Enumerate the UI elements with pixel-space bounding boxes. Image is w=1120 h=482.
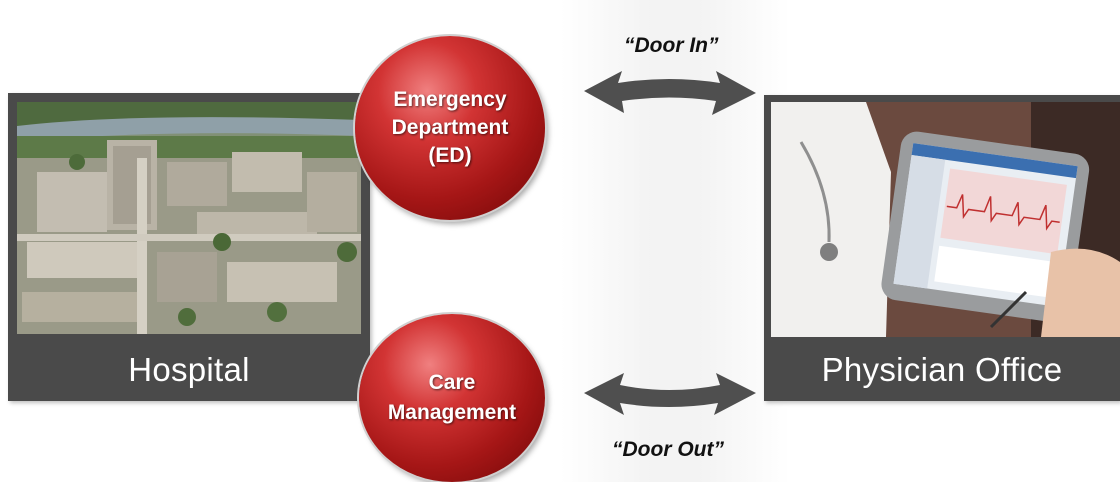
door-in-arrow [584,71,756,115]
door-out-arrow [584,373,756,415]
emergency-department-circle: Emergency Department (ED) [355,36,545,220]
hospital-label: Hospital [128,351,250,388]
emergency-department-label: Emergency Department (ED) [391,88,509,167]
care-management-circle: Care Management [359,314,545,482]
physician-office-panel: Physician Office [764,95,1120,401]
physician-office-label: Physician Office [821,351,1063,388]
door-in-label: “Door In” [624,34,719,57]
physician-office-photo [771,102,1120,337]
hospital-photo [17,102,361,334]
door-out-label: “Door Out” [612,438,724,461]
hospital-panel: Hospital [8,93,370,401]
care-management-label: Care Management [387,371,517,424]
